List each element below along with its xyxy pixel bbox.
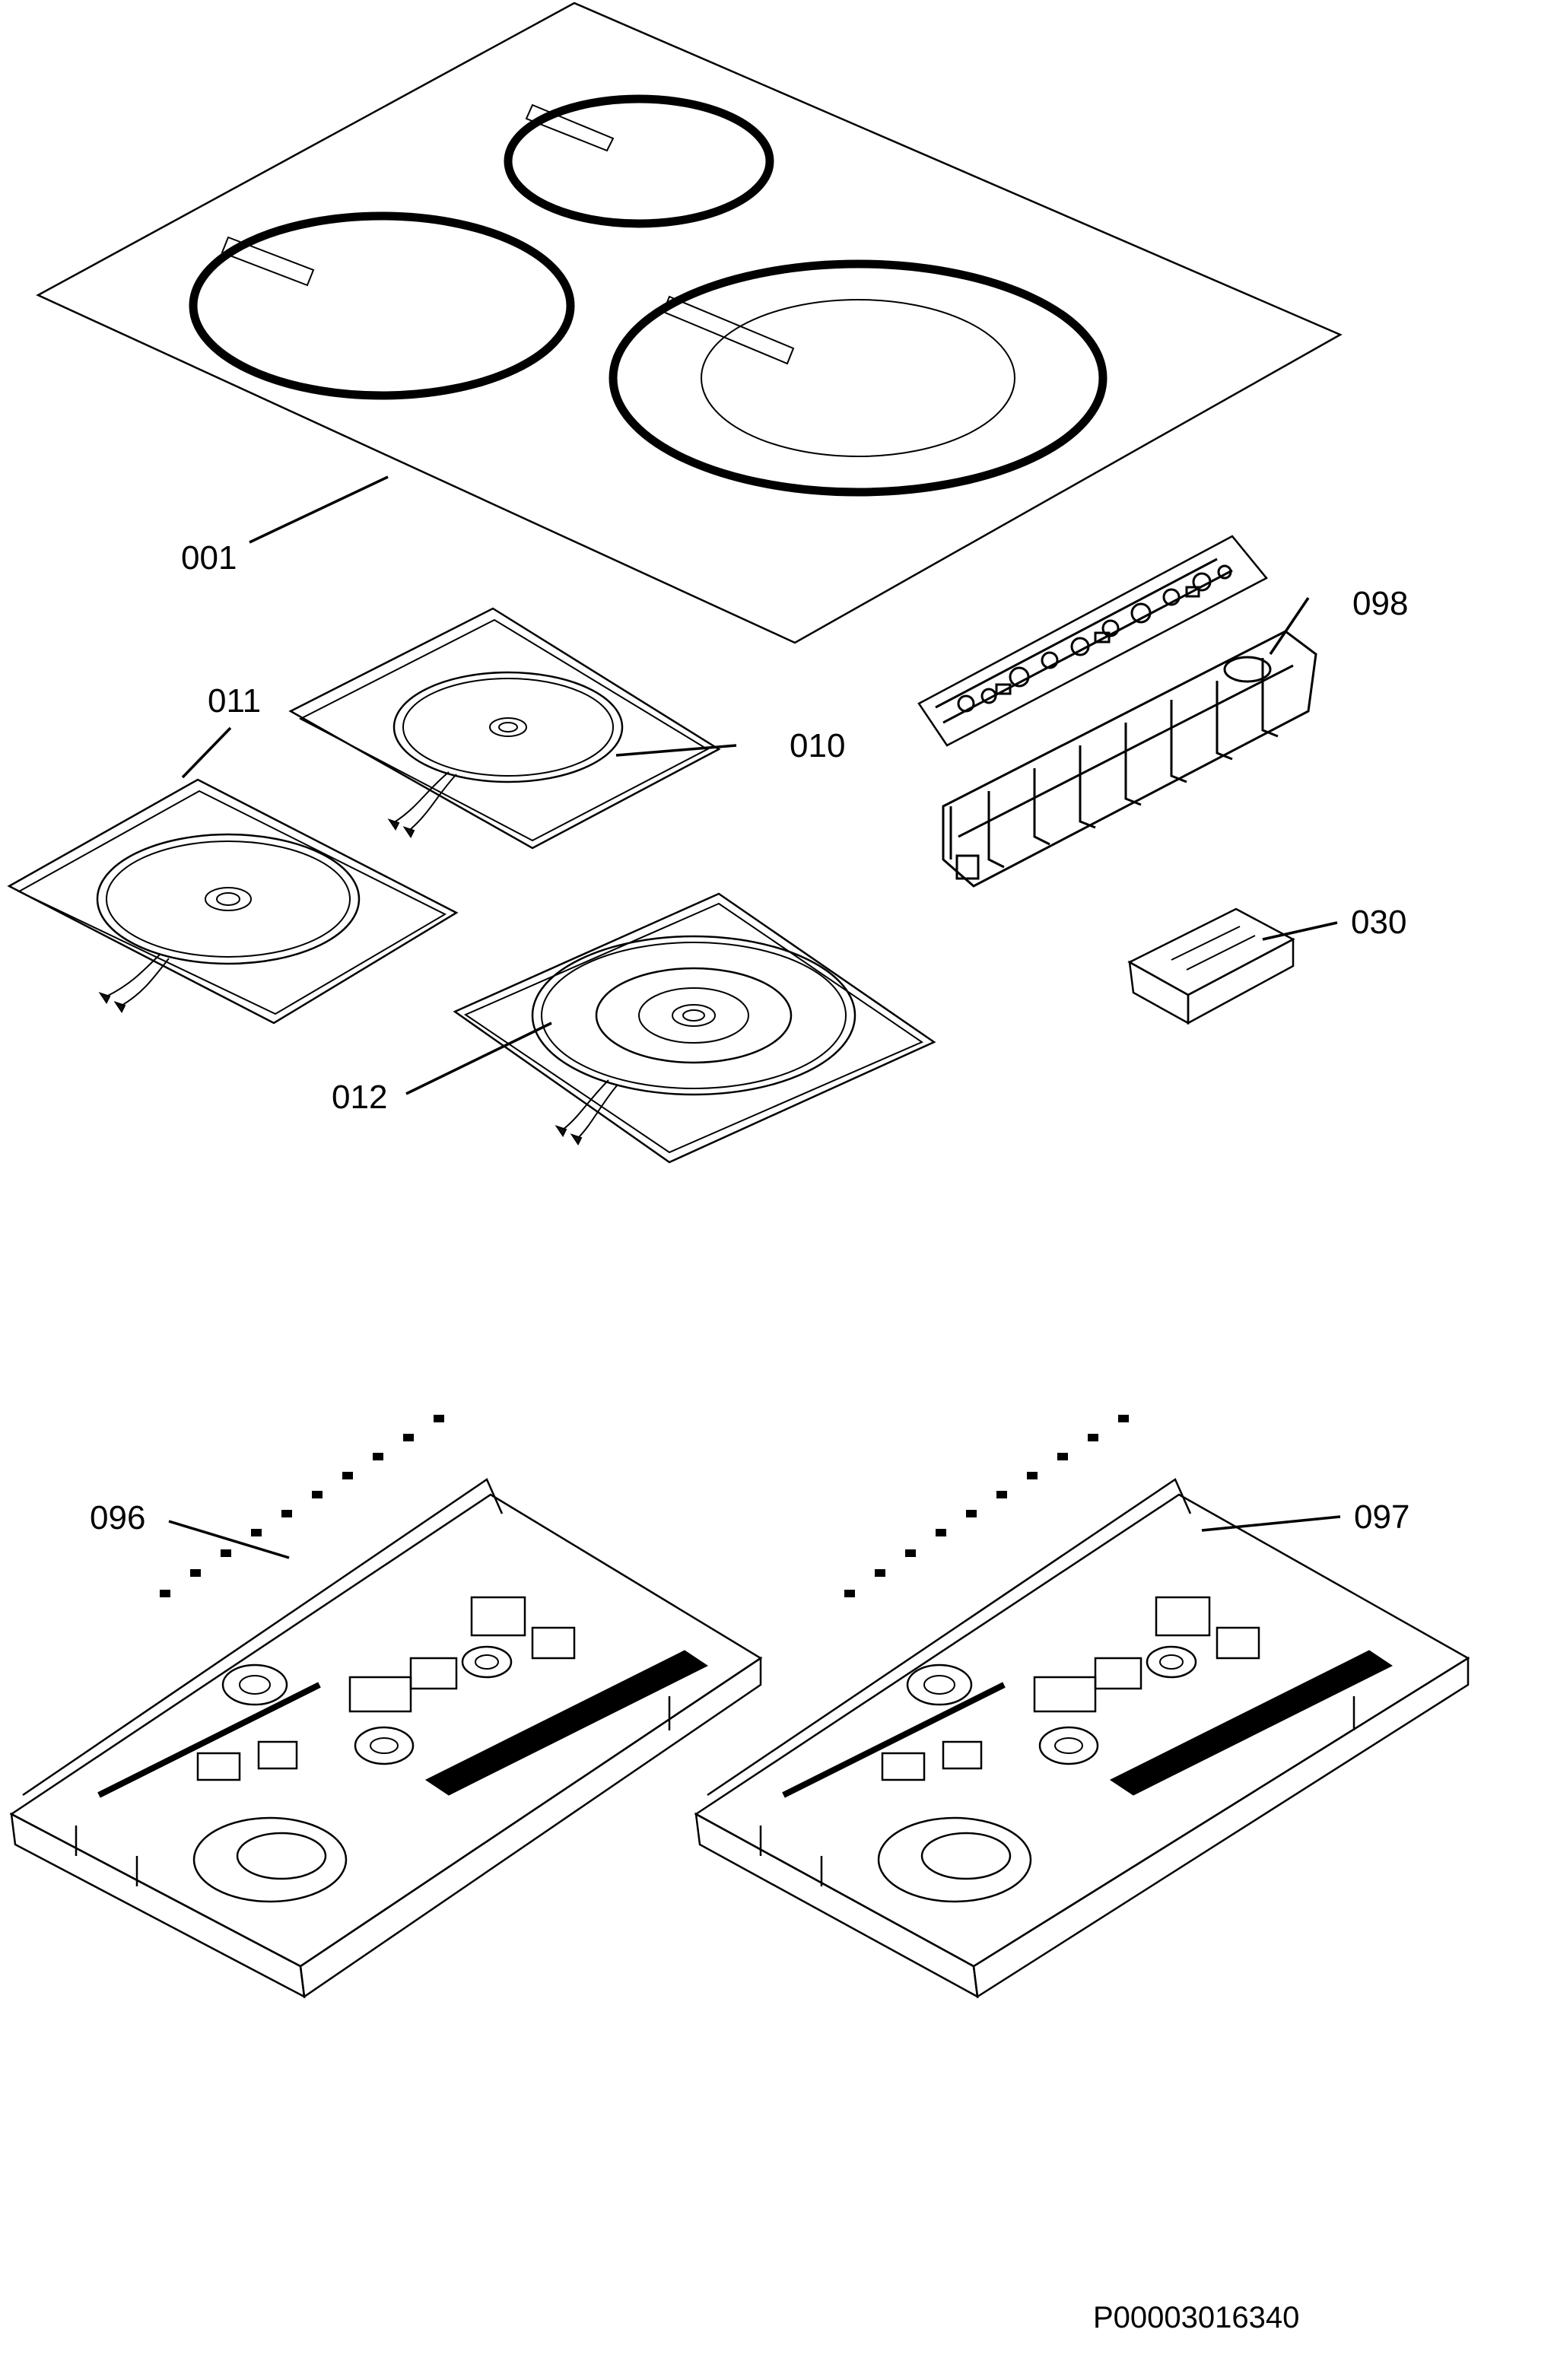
generator-base-096 [9, 1415, 763, 1999]
label-010: 010 [790, 727, 845, 764]
heating-element-012 [453, 892, 936, 1164]
label-097: 097 [1354, 1498, 1409, 1536]
label-030: 030 [1351, 904, 1406, 941]
label-012: 012 [332, 1079, 387, 1116]
label-096: 096 [90, 1499, 145, 1536]
heating-element-011 [7, 778, 459, 1025]
label-098: 098 [1352, 585, 1408, 622]
heating-element-010 [288, 607, 721, 850]
leader-lines [168, 475, 1341, 1559]
control-board-assembly-098 [917, 535, 1317, 888]
label-001: 001 [181, 539, 237, 577]
generator-base-097 [694, 1415, 1470, 1999]
document-code: P00003016340 [1093, 2301, 1299, 2334]
glass-cooktop-001 [36, 2, 1343, 644]
label-011: 011 [208, 682, 261, 720]
module-box-030 [1127, 907, 1295, 1025]
